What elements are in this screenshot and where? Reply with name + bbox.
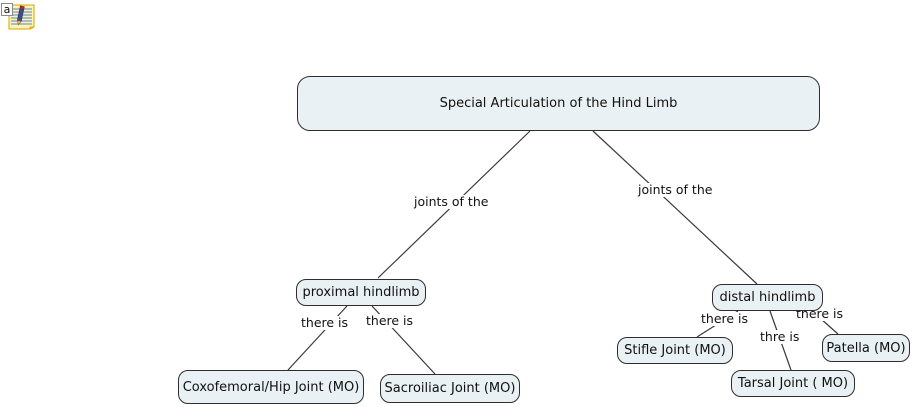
concept-node-label: proximal hindlimb bbox=[302, 285, 420, 300]
concept-node-sacroiliac-joint[interactable]: Sacroiliac Joint (MO) bbox=[380, 374, 520, 403]
linking-phrase-joints-right[interactable]: joints of the bbox=[636, 182, 715, 197]
concept-node-label: Patella (MO) bbox=[826, 340, 906, 356]
linking-phrase-there-is-dist-left[interactable]: there is bbox=[699, 311, 751, 326]
concept-node-label: distal hindlimb bbox=[719, 290, 816, 305]
annotation-note-icon[interactable]: a bbox=[1, 2, 37, 30]
concept-node-label: Sacroiliac Joint (MO) bbox=[384, 381, 516, 396]
sticky-note-icon bbox=[8, 4, 35, 30]
concept-node-distal-hindlimb[interactable]: distal hindlimb bbox=[712, 284, 823, 311]
linking-phrase-there-is-prox-right[interactable]: there is bbox=[364, 313, 416, 328]
concept-node-label: Stifle Joint (MO) bbox=[624, 343, 726, 358]
concept-node-root[interactable]: Special Articulation of the Hind Limb bbox=[297, 76, 820, 131]
linking-phrase-joints-left[interactable]: joints of the bbox=[412, 194, 491, 209]
concept-node-tarsal-joint[interactable]: Tarsal Joint ( MO) bbox=[731, 370, 855, 397]
concept-node-stifle-joint[interactable]: Stifle Joint (MO) bbox=[617, 337, 733, 364]
pencil-icon bbox=[16, 5, 25, 26]
letter-a-badge-icon: a bbox=[1, 3, 13, 16]
concept-node-label: Coxofemoral/Hip Joint (MO) bbox=[182, 379, 360, 395]
concept-node-coxofemoral-hip-joint[interactable]: Coxofemoral/Hip Joint (MO) bbox=[178, 370, 364, 404]
concept-node-proximal-hindlimb[interactable]: proximal hindlimb bbox=[296, 279, 426, 306]
linking-phrase-thre-is-dist-mid[interactable]: thre is bbox=[758, 329, 802, 344]
concept-node-label: Tarsal Joint ( MO) bbox=[737, 376, 849, 391]
concept-node-label: Special Articulation of the Hind Limb bbox=[439, 96, 678, 111]
linking-phrase-there-is-prox-left[interactable]: there is bbox=[299, 315, 351, 330]
connector-line-root-distal bbox=[592, 130, 758, 285]
svg-text:a: a bbox=[4, 3, 11, 16]
concept-node-patella[interactable]: Patella (MO) bbox=[822, 334, 910, 362]
